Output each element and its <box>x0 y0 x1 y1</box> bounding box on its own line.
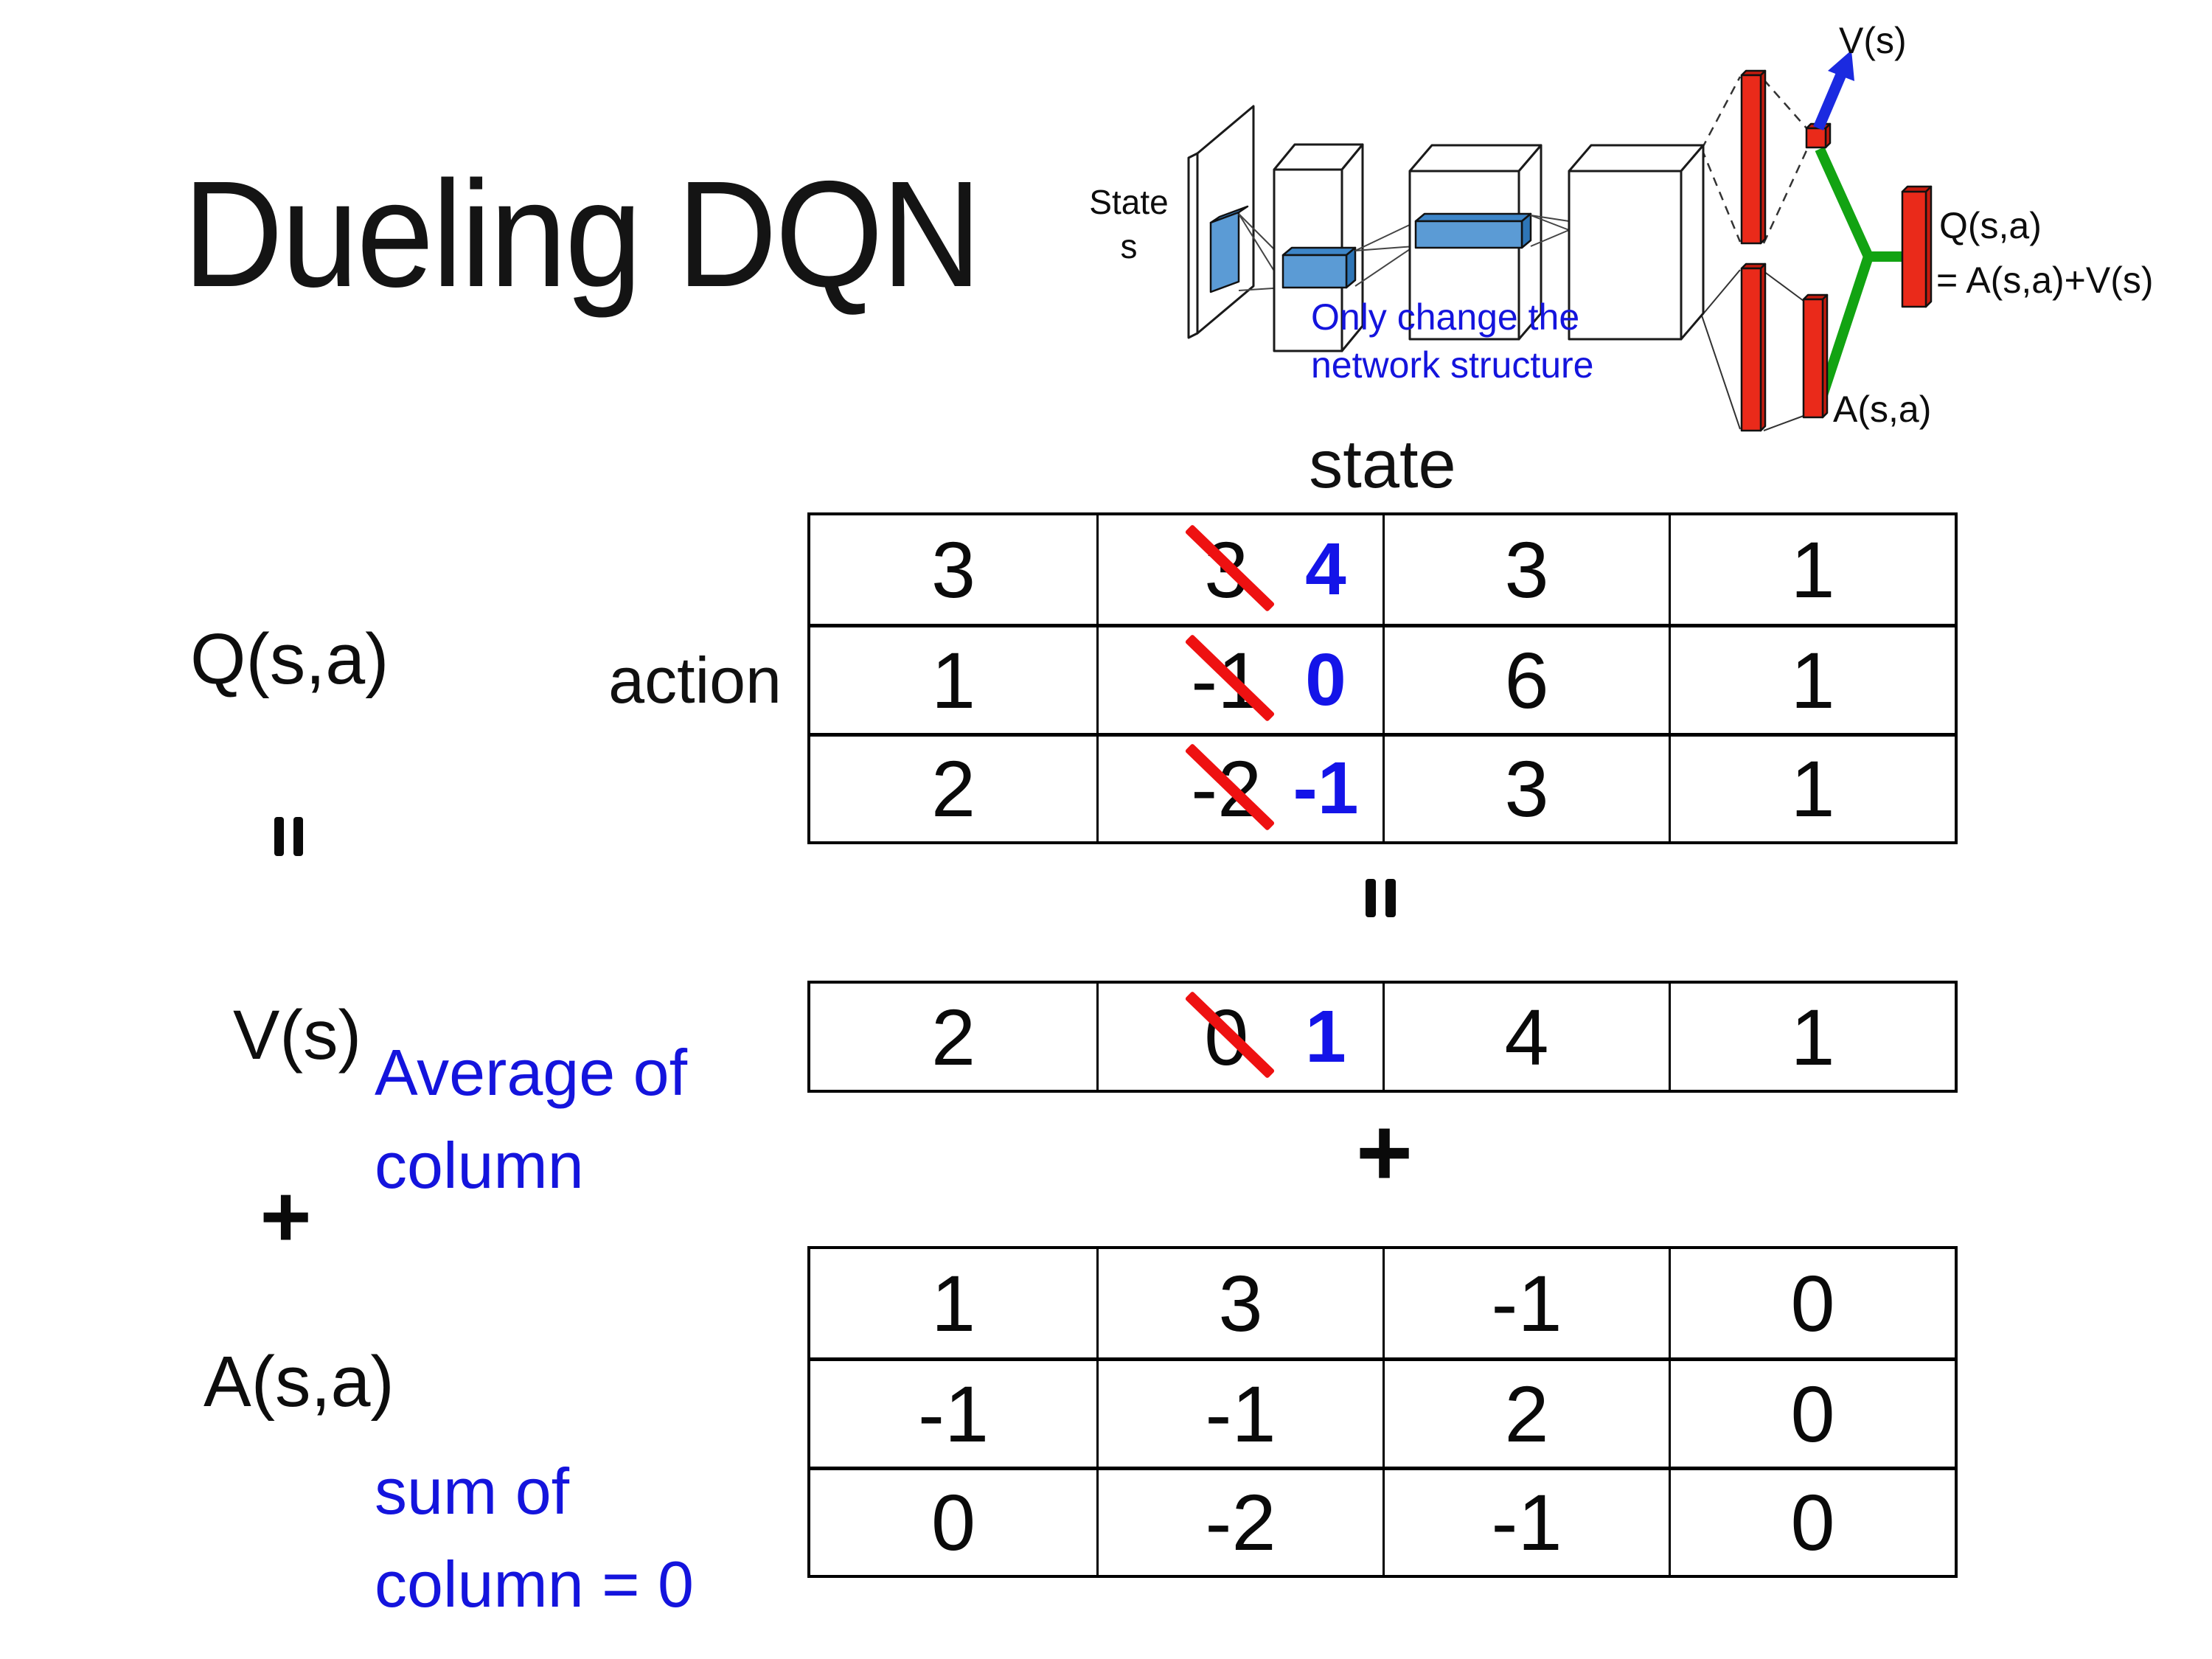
action-axis-label: action <box>608 644 782 717</box>
average-of-column-note: Average of column <box>375 1026 687 1212</box>
corrected-value: 0 <box>1305 638 1346 721</box>
v-cell: 2 <box>931 992 976 1082</box>
advantage-hidden-bar <box>1740 262 1767 432</box>
note-line: column <box>375 1129 584 1202</box>
value-stream-dashed-lines <box>1700 76 1809 244</box>
network-diagram: State s V(s) Q(s,a) = A(s,a)+V(s) A(s,a)… <box>1089 20 2154 432</box>
advantage-stream-lines <box>1701 269 1804 431</box>
q-cell: 1 <box>1669 624 1955 733</box>
v-output-arrow <box>1813 50 1854 131</box>
sum-of-column-note: sum of column = 0 <box>375 1445 694 1631</box>
feature-map-1 <box>1209 205 1249 293</box>
q-cell: 2 <box>810 732 1096 841</box>
equals-sign-left <box>274 817 303 856</box>
a-cell: 0 <box>810 1466 1096 1575</box>
note-line: Average of <box>375 1036 688 1109</box>
conv-links-3 <box>1530 215 1570 247</box>
q-cell: 6 <box>1382 624 1669 733</box>
equals-bar <box>274 817 284 856</box>
feature-map-3 <box>1414 212 1532 249</box>
note-line: sum of <box>375 1455 570 1528</box>
a-cell: -1 <box>810 1357 1096 1466</box>
conv-links-2 <box>1354 222 1415 287</box>
q-cell-corrected: 3 4 <box>1096 515 1382 625</box>
a-cell: 0 <box>1669 1466 1955 1575</box>
corrected-value: 4 <box>1305 528 1346 611</box>
q-cell-corrected: -1 0 <box>1096 624 1382 733</box>
a-cell: 3 <box>1096 1249 1382 1358</box>
state-axis-label: state <box>1309 427 1456 502</box>
aggregation-links <box>1815 147 1905 402</box>
v-term-label: V(s) <box>233 996 362 1074</box>
plus-sign-left: + <box>260 1166 312 1266</box>
a-cell: -1 <box>1096 1357 1382 1467</box>
diagram-q-label: Q(s,a) <box>1939 205 2042 246</box>
corrected-value: 1 <box>1305 995 1346 1078</box>
slide-title: Dueling DQN <box>183 150 981 319</box>
q-cell: 1 <box>1669 515 1955 625</box>
v-cell: 4 <box>1382 984 1669 1090</box>
a-cell: -1 <box>1382 1466 1669 1575</box>
output-bars <box>1740 69 1933 432</box>
stream-connectors <box>1700 76 1809 431</box>
q-cell: 3 <box>1382 515 1669 625</box>
advantage-node-bar <box>1802 293 1829 419</box>
a-cell: -1 <box>1382 1249 1669 1358</box>
a-cell: 0 <box>1669 1357 1955 1467</box>
value-hidden-bar <box>1740 69 1767 245</box>
corrected-value: -1 <box>1293 747 1359 830</box>
equals-bar <box>1385 879 1396 917</box>
equals-bar <box>293 817 303 856</box>
equals-sign-center <box>1366 879 1396 917</box>
diagram-note-line1: Only change the <box>1311 296 1579 338</box>
q-cell: 1 <box>810 624 1096 732</box>
conv-box-2 <box>1408 144 1543 341</box>
feature-map-2 <box>1281 246 1357 289</box>
a-cell: -2 <box>1096 1466 1382 1575</box>
diagram-a-label: A(s,a) <box>1833 389 1931 430</box>
v-table: 2 0 1 4 1 <box>807 981 1958 1093</box>
diagram-input-label-line2: s <box>1121 227 1138 265</box>
conv-box-3 <box>1568 144 1705 341</box>
q-cell: 3 <box>931 525 976 615</box>
plus-sign-center: + <box>1355 1098 1413 1206</box>
v-cell: 1 <box>1669 984 1955 1090</box>
q-table: 3 3 4 3 1 1 -1 0 6 1 2 -2 -1 3 1 <box>807 512 1958 844</box>
diagram-input-label-line1: State <box>1089 183 1168 221</box>
q-cell-corrected: -2 -1 <box>1096 732 1382 841</box>
q-cell: 1 <box>1669 732 1955 841</box>
diagram-v-label: V(s) <box>1839 20 1907 61</box>
a-cell: 2 <box>1382 1357 1669 1467</box>
a-cell: 1 <box>931 1259 976 1349</box>
q-term-label: Q(s,a) <box>190 619 389 699</box>
note-line: column = 0 <box>375 1548 694 1621</box>
a-cell: 0 <box>1669 1249 1955 1358</box>
q-output-bar <box>1901 185 1933 308</box>
v-cell-corrected: 0 1 <box>1096 984 1382 1090</box>
diagram-q-formula: = A(s,a)+V(s) <box>1936 260 2154 301</box>
q-cell: 3 <box>1382 732 1669 841</box>
equals-bar <box>1366 879 1376 917</box>
a-table: 1 3 -1 0 -1 -1 2 0 0 -2 -1 0 <box>807 1246 1958 1578</box>
a-term-label: A(s,a) <box>204 1341 394 1422</box>
diagram-note-line2: network structure <box>1311 344 1593 386</box>
